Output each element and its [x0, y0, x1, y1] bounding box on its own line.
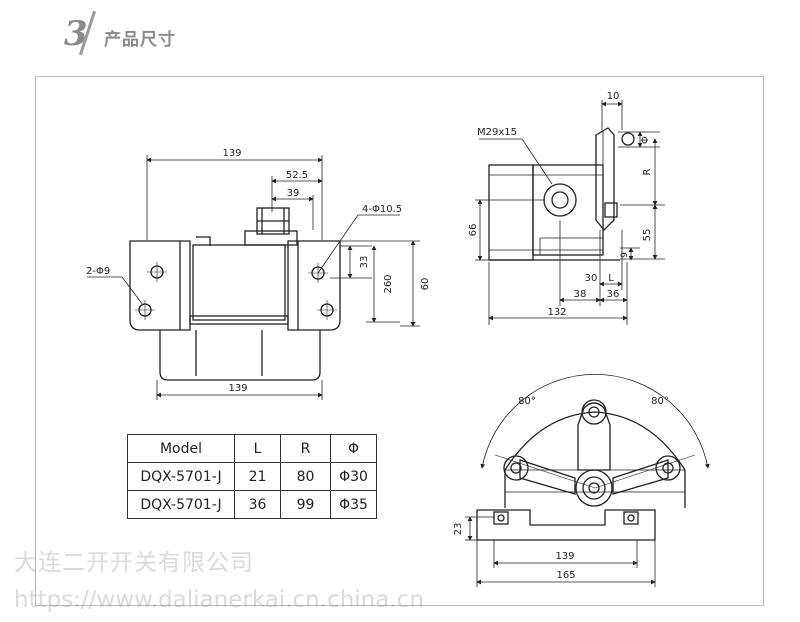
bottom-base	[476, 509, 656, 541]
label-139-base: 139	[555, 551, 574, 562]
label-R: R	[642, 168, 653, 175]
model-spec-table: Model L R Φ DQX-5701-J 21 80 Φ30 DQX-570…	[127, 434, 377, 519]
label-L: L	[608, 273, 614, 284]
label-36: 36	[607, 289, 620, 300]
header-L: L	[234, 434, 281, 463]
label-39: 39	[287, 188, 300, 199]
label-2-holes: 2-Φ9	[86, 266, 110, 277]
side-view	[475, 100, 665, 325]
dimension-260	[366, 245, 400, 323]
header-phi: Φ	[330, 434, 377, 463]
side-nut	[604, 202, 618, 218]
side-dimensions	[475, 100, 665, 325]
label-165: 165	[556, 570, 575, 581]
side-lever	[595, 127, 615, 231]
dimension-60	[340, 240, 420, 327]
side-block	[532, 164, 604, 256]
label-phi: Φ	[640, 136, 651, 144]
label-60: 60	[420, 278, 431, 291]
cell-R: 99	[280, 490, 331, 519]
label-angle-left: 80°	[518, 396, 536, 407]
section-header: 3 产品尺寸	[64, 10, 264, 58]
hub-outer	[575, 469, 613, 507]
lever-left	[519, 459, 576, 495]
cell-L: 21	[234, 462, 281, 491]
label-139-bottom: 139	[228, 383, 247, 394]
lever-top	[577, 402, 611, 471]
header-R: R	[280, 434, 331, 463]
right-bracket	[287, 240, 341, 331]
cell-phi: Φ30	[330, 462, 377, 491]
label-30: 30	[585, 273, 598, 284]
watermark-company: 大连二开开关有限公司	[14, 550, 254, 576]
cell-phi: Φ35	[330, 490, 377, 519]
label-52-5: 52.5	[286, 170, 308, 181]
label-260: 260	[383, 274, 394, 293]
swing-arc	[480, 373, 710, 469]
front-base	[189, 315, 289, 325]
front-housing	[192, 244, 286, 321]
label-angle-right: 80°	[651, 396, 669, 407]
hub-inner	[588, 482, 600, 494]
bottom-view	[465, 373, 710, 587]
lever-right	[612, 459, 669, 495]
label-132: 132	[547, 307, 566, 318]
cell-R: 80	[280, 462, 331, 491]
dimension-139-top	[146, 155, 323, 240]
watermark-url: https://www.dalianerkai.cn.china.cn	[14, 587, 424, 613]
cell-L: 36	[234, 490, 281, 519]
label-33: 33	[359, 256, 370, 269]
dimension-52-5	[271, 176, 323, 212]
label-4-holes: 4-Φ10.5	[362, 204, 402, 215]
front-view	[87, 155, 420, 400]
side-body	[488, 164, 534, 261]
label-23: 23	[453, 523, 464, 536]
table-row: DQX-5701-J 36 99 Φ35	[127, 490, 377, 519]
front-top-cap	[244, 230, 298, 246]
lower-enclosure	[159, 330, 321, 381]
roller-left	[503, 455, 529, 481]
side-hub-outer	[543, 183, 577, 217]
drawing-frame	[35, 76, 764, 606]
bottom-dimensions	[465, 516, 656, 587]
table-row: DQX-5701-J 21 80 Φ30	[127, 462, 377, 491]
side-roller	[621, 132, 635, 146]
header-model: Model	[127, 434, 235, 463]
left-bracket	[129, 240, 191, 331]
label-9: 9	[620, 252, 630, 258]
label-66: 66	[468, 224, 479, 237]
section-title: 产品尺寸	[104, 30, 176, 50]
label-55: 55	[642, 229, 653, 242]
label-m29: M29x15	[477, 127, 517, 138]
roller-right	[655, 455, 681, 481]
cell-model: DQX-5701-J	[127, 490, 235, 519]
label-38: 38	[574, 289, 587, 300]
dimension-139-bottom	[156, 380, 323, 400]
bottom-dome	[504, 411, 686, 508]
dimension-33	[330, 245, 372, 279]
hub-mid	[582, 476, 606, 500]
label-10: 10	[607, 91, 620, 102]
dimension-39	[271, 195, 314, 230]
side-hub-inner	[551, 191, 569, 209]
roller-top	[581, 399, 607, 425]
table-header-row: Model L R Φ	[127, 434, 377, 463]
cell-model: DQX-5701-J	[127, 462, 235, 491]
label-139-top: 139	[222, 148, 241, 159]
